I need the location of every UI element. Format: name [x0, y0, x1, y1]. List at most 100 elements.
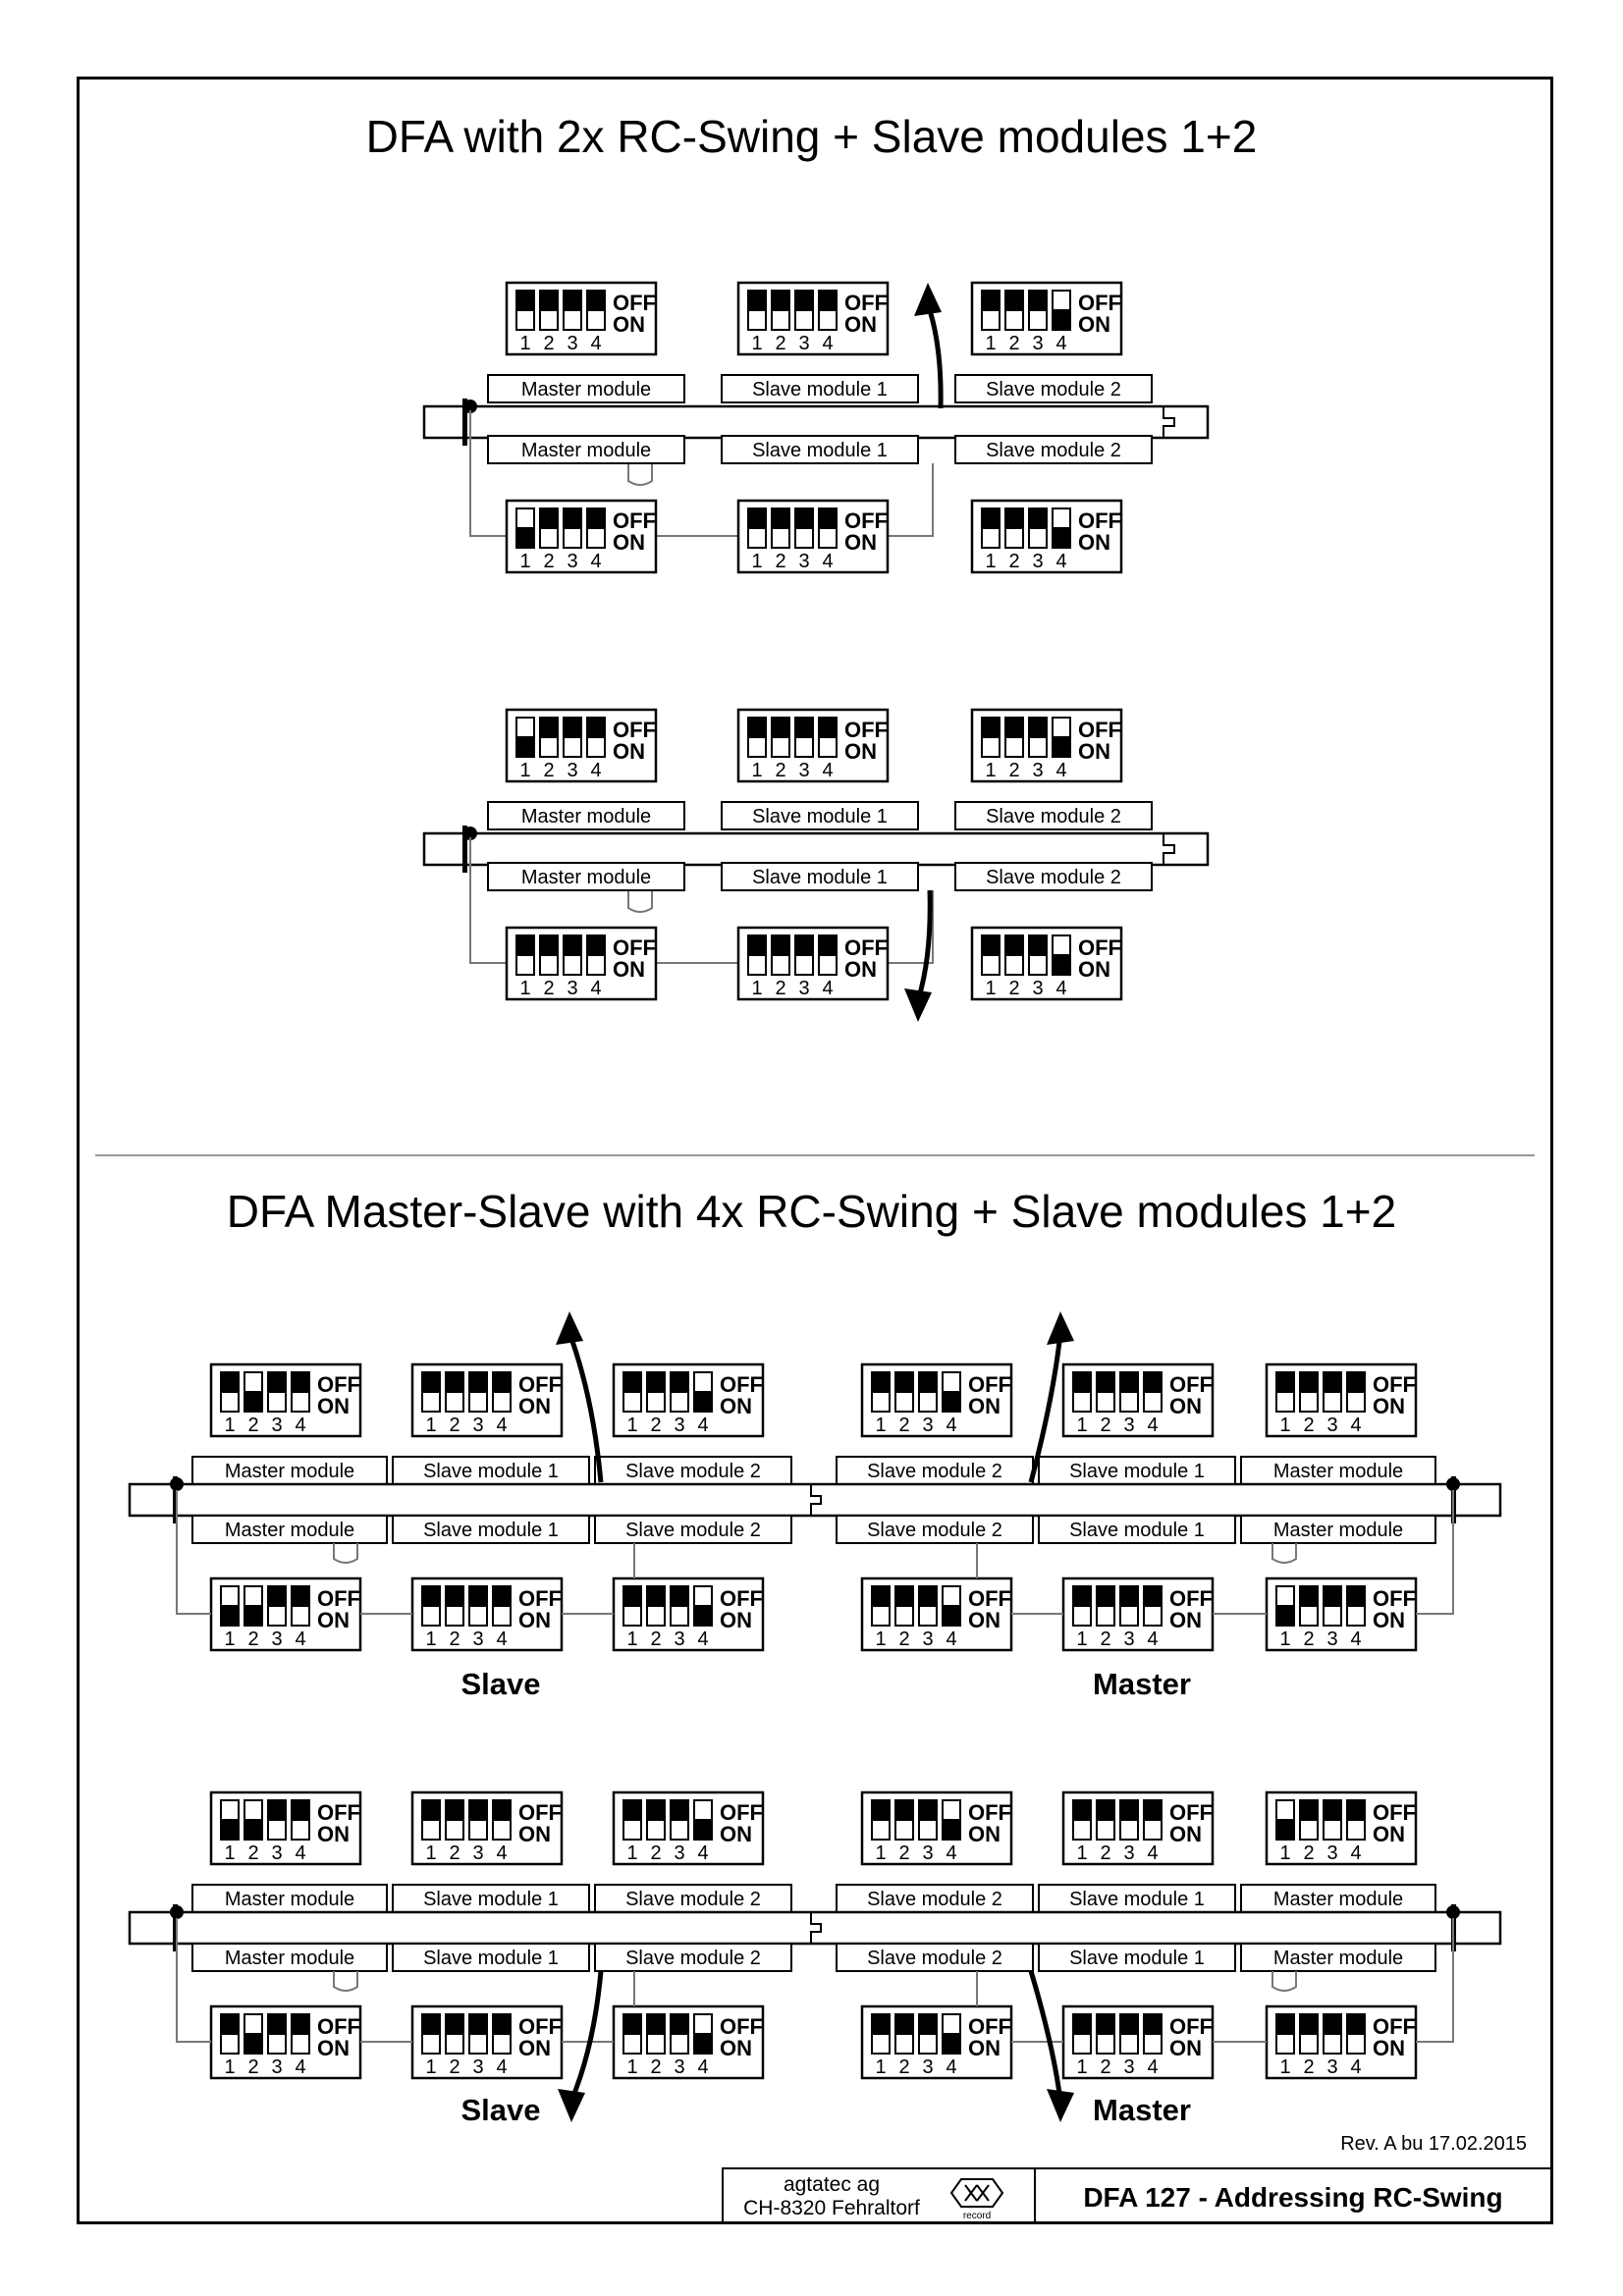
dip-off-label: OFF — [844, 508, 888, 533]
pivot-point-right — [1446, 1905, 1460, 1919]
dip-number: 4 — [1055, 551, 1066, 572]
dip-lever-on — [517, 527, 533, 547]
module-label-box — [594, 1884, 792, 1913]
company-location: CH-8320 Fehraltorf — [743, 2197, 920, 2219]
dip-lever-off — [820, 292, 836, 311]
dip-on-label: ON — [317, 1394, 350, 1418]
dip-number: 2 — [650, 1842, 661, 1864]
dip-lever-off — [624, 1801, 640, 1821]
dip-number: 1 — [751, 978, 762, 999]
dip-number: 3 — [271, 1415, 282, 1436]
dip-off-label: OFF — [1078, 935, 1121, 960]
dip-on-label: ON — [1078, 530, 1110, 555]
dip-number: 4 — [590, 978, 601, 999]
dip-number: 2 — [775, 760, 785, 781]
dip-number: 4 — [946, 1842, 956, 1864]
dip-lever-off — [896, 1801, 912, 1821]
dip-number: 1 — [751, 333, 762, 354]
dip-number: 2 — [650, 2056, 661, 2078]
company-name: agtatec ag — [783, 2173, 881, 2196]
dip-lever-off — [624, 2015, 640, 2035]
dip-number: 4 — [697, 1415, 708, 1436]
dip-number: 2 — [898, 1842, 909, 1864]
dip-number: 1 — [626, 1415, 637, 1436]
dip-number: 3 — [1123, 1842, 1134, 1864]
dip-off-label: OFF — [613, 718, 656, 742]
module-label-text: Slave module 1 — [752, 379, 888, 400]
module-label-box — [836, 1884, 1034, 1913]
dip-number: 4 — [1147, 2056, 1158, 2078]
section-divider — [95, 1154, 1535, 1156]
module-label-text: Slave module 1 — [423, 1948, 559, 1969]
dip-number: 4 — [1055, 760, 1066, 781]
arrow-head — [914, 283, 942, 316]
dip-number: 4 — [946, 1415, 956, 1436]
dip-off-label: OFF — [518, 2014, 562, 2039]
module-label-text: Master module — [1273, 1461, 1403, 1482]
dip-number: 1 — [1279, 1415, 1290, 1436]
pivot-point-right — [1446, 1477, 1460, 1491]
dip-lever-off — [873, 1373, 889, 1393]
dip-number: 4 — [496, 2056, 507, 2078]
dip-lever-off — [1098, 1801, 1113, 1821]
module-label-text: Master module — [521, 379, 651, 400]
dip-number: 2 — [1100, 2056, 1110, 2078]
dip-number: 2 — [247, 2056, 258, 2078]
dip-off-label: OFF — [317, 1372, 360, 1397]
cable-inter-module — [633, 1971, 978, 2006]
module-label-text: Slave module 2 — [986, 379, 1121, 400]
cable-master-door — [1416, 1490, 1454, 1615]
dip-number: 4 — [590, 551, 601, 572]
cable-master — [469, 837, 507, 964]
dip-off-label: OFF — [518, 1586, 562, 1611]
dip-lever-on — [944, 1391, 959, 1411]
dip-lever-off — [1301, 1801, 1317, 1821]
dip-number: 2 — [543, 978, 554, 999]
module-label-box — [487, 374, 685, 403]
dip-on-label: ON — [968, 1822, 1001, 1846]
dip-off-label: OFF — [720, 1800, 763, 1825]
dip-on-label: ON — [1373, 2036, 1405, 2060]
dip-lever-off — [1006, 292, 1022, 311]
module-label-box — [721, 801, 919, 830]
dip-number: 4 — [1147, 1415, 1158, 1436]
dip-off-label: OFF — [518, 1800, 562, 1825]
opening-arrow — [904, 889, 933, 1022]
dip-lever-off — [1325, 2015, 1340, 2035]
dip-number: 3 — [472, 1629, 483, 1650]
dip-on-label: ON — [613, 957, 645, 982]
dip-lever-off — [1325, 1801, 1340, 1821]
arrow-shaft — [1028, 1332, 1063, 1483]
dip-number: 4 — [822, 551, 833, 572]
module-label-text: Slave module 1 — [1069, 1461, 1205, 1482]
module-label-slave1-slave-side: Slave module 1 — [392, 1884, 590, 1913]
module-label-box — [1240, 1884, 1436, 1913]
dip-lever-off — [1348, 1801, 1364, 1821]
document-title: DFA 127 - Addressing RC-Swing — [1036, 2167, 1550, 2224]
dip-number: 1 — [751, 551, 762, 572]
dip-number: 4 — [1147, 1629, 1158, 1650]
dip-lever-on — [245, 2033, 261, 2053]
dip-number: 3 — [1032, 760, 1043, 781]
dip-lever-off — [983, 719, 999, 738]
module-label-slave1-slave-side-lower: Slave module 1 — [392, 1943, 590, 1972]
dip-number: 2 — [449, 2056, 460, 2078]
dip-lever-off — [1006, 936, 1022, 956]
profile-center-joint — [810, 1912, 822, 1944]
dip-on-label: ON — [1373, 1822, 1405, 1846]
dip-number: 3 — [271, 2056, 282, 2078]
dip-on-label: ON — [518, 1822, 551, 1846]
module-label-slave2-slave-side-lower: Slave module 2 — [594, 1943, 792, 1972]
dip-lever-off — [1301, 1587, 1317, 1607]
dip-lever-off — [269, 1373, 285, 1393]
dip-on-label: ON — [518, 1394, 551, 1418]
dip-lever-off — [222, 1373, 238, 1393]
